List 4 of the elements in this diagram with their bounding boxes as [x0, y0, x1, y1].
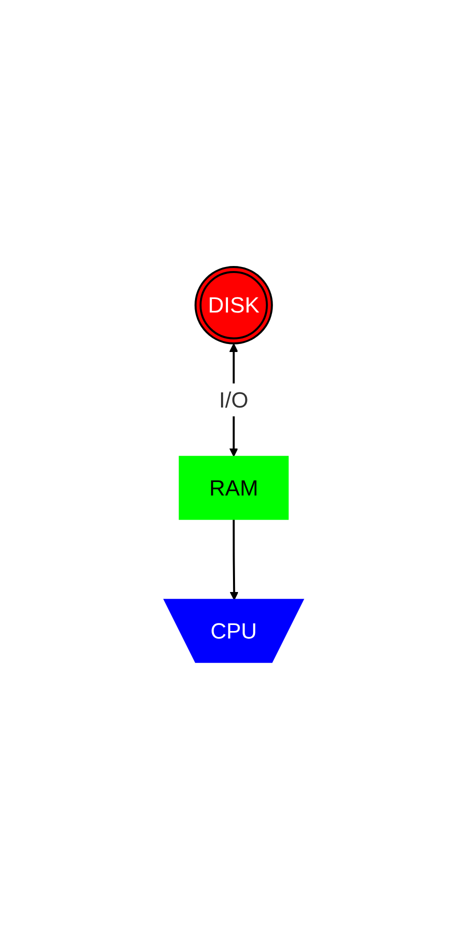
- node-box: RAM: [178, 456, 288, 520]
- arrow: [230, 520, 238, 601]
- edge-label: I/O: [218, 388, 248, 413]
- node-circle: DISK: [194, 266, 273, 345]
